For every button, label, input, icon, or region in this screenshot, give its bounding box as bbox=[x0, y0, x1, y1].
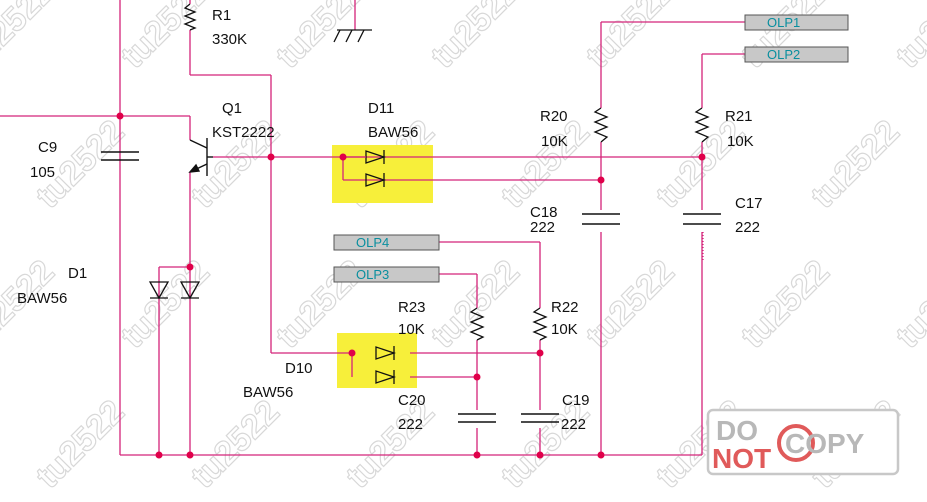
c20-ref: C20 bbox=[398, 392, 426, 409]
r22-symbol bbox=[532, 307, 548, 341]
r1-value: 330K bbox=[212, 31, 247, 48]
r20-ref: R20 bbox=[540, 108, 568, 125]
watermark-text: tu2522 bbox=[339, 393, 442, 496]
c17-symbol bbox=[683, 213, 721, 225]
olp1-text: OLP1 bbox=[767, 15, 800, 30]
r20-value: 10K bbox=[541, 133, 568, 150]
wires bbox=[0, 0, 745, 456]
r22-value: 10K bbox=[551, 321, 578, 338]
d11-ref: D11 bbox=[368, 100, 394, 117]
ground-symbol bbox=[333, 29, 372, 43]
d10-upper-diode bbox=[375, 346, 397, 360]
net-label-olp4: OLP4 bbox=[333, 234, 440, 251]
watermark-text: tu2522 bbox=[424, 0, 527, 76]
c17-value: 222 bbox=[735, 219, 760, 236]
diodes bbox=[148, 150, 397, 384]
net-label-olp3: OLP3 bbox=[333, 266, 440, 283]
c9-value: 105 bbox=[30, 164, 55, 181]
watermark-text: tu2522 bbox=[579, 0, 682, 76]
d11-upper-diode bbox=[343, 150, 387, 164]
watermark-text: tu2522 bbox=[804, 113, 907, 216]
q1-ref: Q1 bbox=[222, 100, 242, 117]
r21-symbol bbox=[694, 107, 710, 143]
watermark-text: tu2522 bbox=[114, 253, 217, 356]
r1-ref: R1 bbox=[212, 7, 231, 24]
resistors bbox=[183, 3, 710, 341]
r23-ref: R23 bbox=[398, 299, 426, 316]
watermark-text: tu2522 bbox=[889, 0, 927, 76]
c18-ref: C18 bbox=[530, 204, 558, 221]
d10-lower-diode bbox=[375, 370, 397, 384]
q1-value: KST2222 bbox=[212, 124, 275, 141]
c20-symbol bbox=[458, 413, 496, 423]
watermark-text: tu2522 bbox=[184, 393, 287, 496]
r1-symbol bbox=[183, 3, 197, 31]
watermark-text: tu2522 bbox=[734, 253, 837, 356]
r20-symbol bbox=[593, 107, 609, 143]
c18-symbol bbox=[582, 213, 620, 225]
net-label-olp1: OLP1 bbox=[744, 14, 849, 31]
watermark-text: tu2522 bbox=[889, 253, 927, 356]
do-not-copy-stamp: DO NOT COPY bbox=[706, 408, 900, 476]
capacitors bbox=[101, 151, 721, 423]
d11-value: BAW56 bbox=[368, 124, 418, 141]
c9-ref: C9 bbox=[38, 139, 57, 156]
watermark-text: tu2522 bbox=[734, 0, 837, 76]
d10-value: BAW56 bbox=[243, 384, 293, 401]
olp3-text: OLP3 bbox=[356, 267, 389, 282]
watermark-text: tu2522 bbox=[0, 0, 62, 76]
c18-value: 222 bbox=[530, 219, 555, 236]
d11-highlight bbox=[332, 145, 433, 203]
r21-ref: R21 bbox=[725, 108, 753, 125]
d1-ref: D1 bbox=[68, 265, 87, 282]
olp4-text: OLP4 bbox=[356, 235, 389, 250]
stamp-copy: COPY bbox=[785, 428, 865, 459]
q1-symbol bbox=[188, 138, 213, 176]
watermark-text: tu2522 bbox=[29, 393, 132, 496]
d1-value: BAW56 bbox=[17, 290, 67, 307]
stamp-do: DO bbox=[716, 415, 758, 446]
watermark-text: tu2522 bbox=[494, 113, 597, 216]
r23-value: 10K bbox=[398, 321, 425, 338]
d11-lower-diode bbox=[365, 173, 387, 187]
c19-value: 222 bbox=[561, 416, 586, 433]
watermark-text: tu2522 bbox=[269, 0, 372, 76]
d10-highlight bbox=[337, 333, 417, 388]
c9-symbol bbox=[101, 151, 139, 161]
junctions bbox=[116, 112, 706, 459]
net-label-olp2: OLP2 bbox=[744, 46, 849, 63]
c20-value: 222 bbox=[398, 416, 423, 433]
r21-value: 10K bbox=[727, 133, 754, 150]
r23-symbol bbox=[469, 307, 485, 341]
d1-right-diode bbox=[179, 281, 201, 300]
d10-ref: D10 bbox=[285, 360, 313, 377]
d1-left-diode bbox=[148, 281, 170, 300]
c17-ref: C17 bbox=[735, 195, 763, 212]
stamp-not: NOT bbox=[712, 443, 771, 474]
c19-ref: C19 bbox=[562, 392, 590, 409]
olp2-text: OLP2 bbox=[767, 47, 800, 62]
watermark-text: tu2522 bbox=[579, 253, 682, 356]
c19-symbol bbox=[521, 413, 559, 423]
component-labels: R1 330K Q1 KST2222 D11 BAW56 C9 105 D1 B… bbox=[17, 7, 763, 433]
r22-ref: R22 bbox=[551, 299, 579, 316]
watermark-text: tu2522 bbox=[114, 0, 217, 76]
